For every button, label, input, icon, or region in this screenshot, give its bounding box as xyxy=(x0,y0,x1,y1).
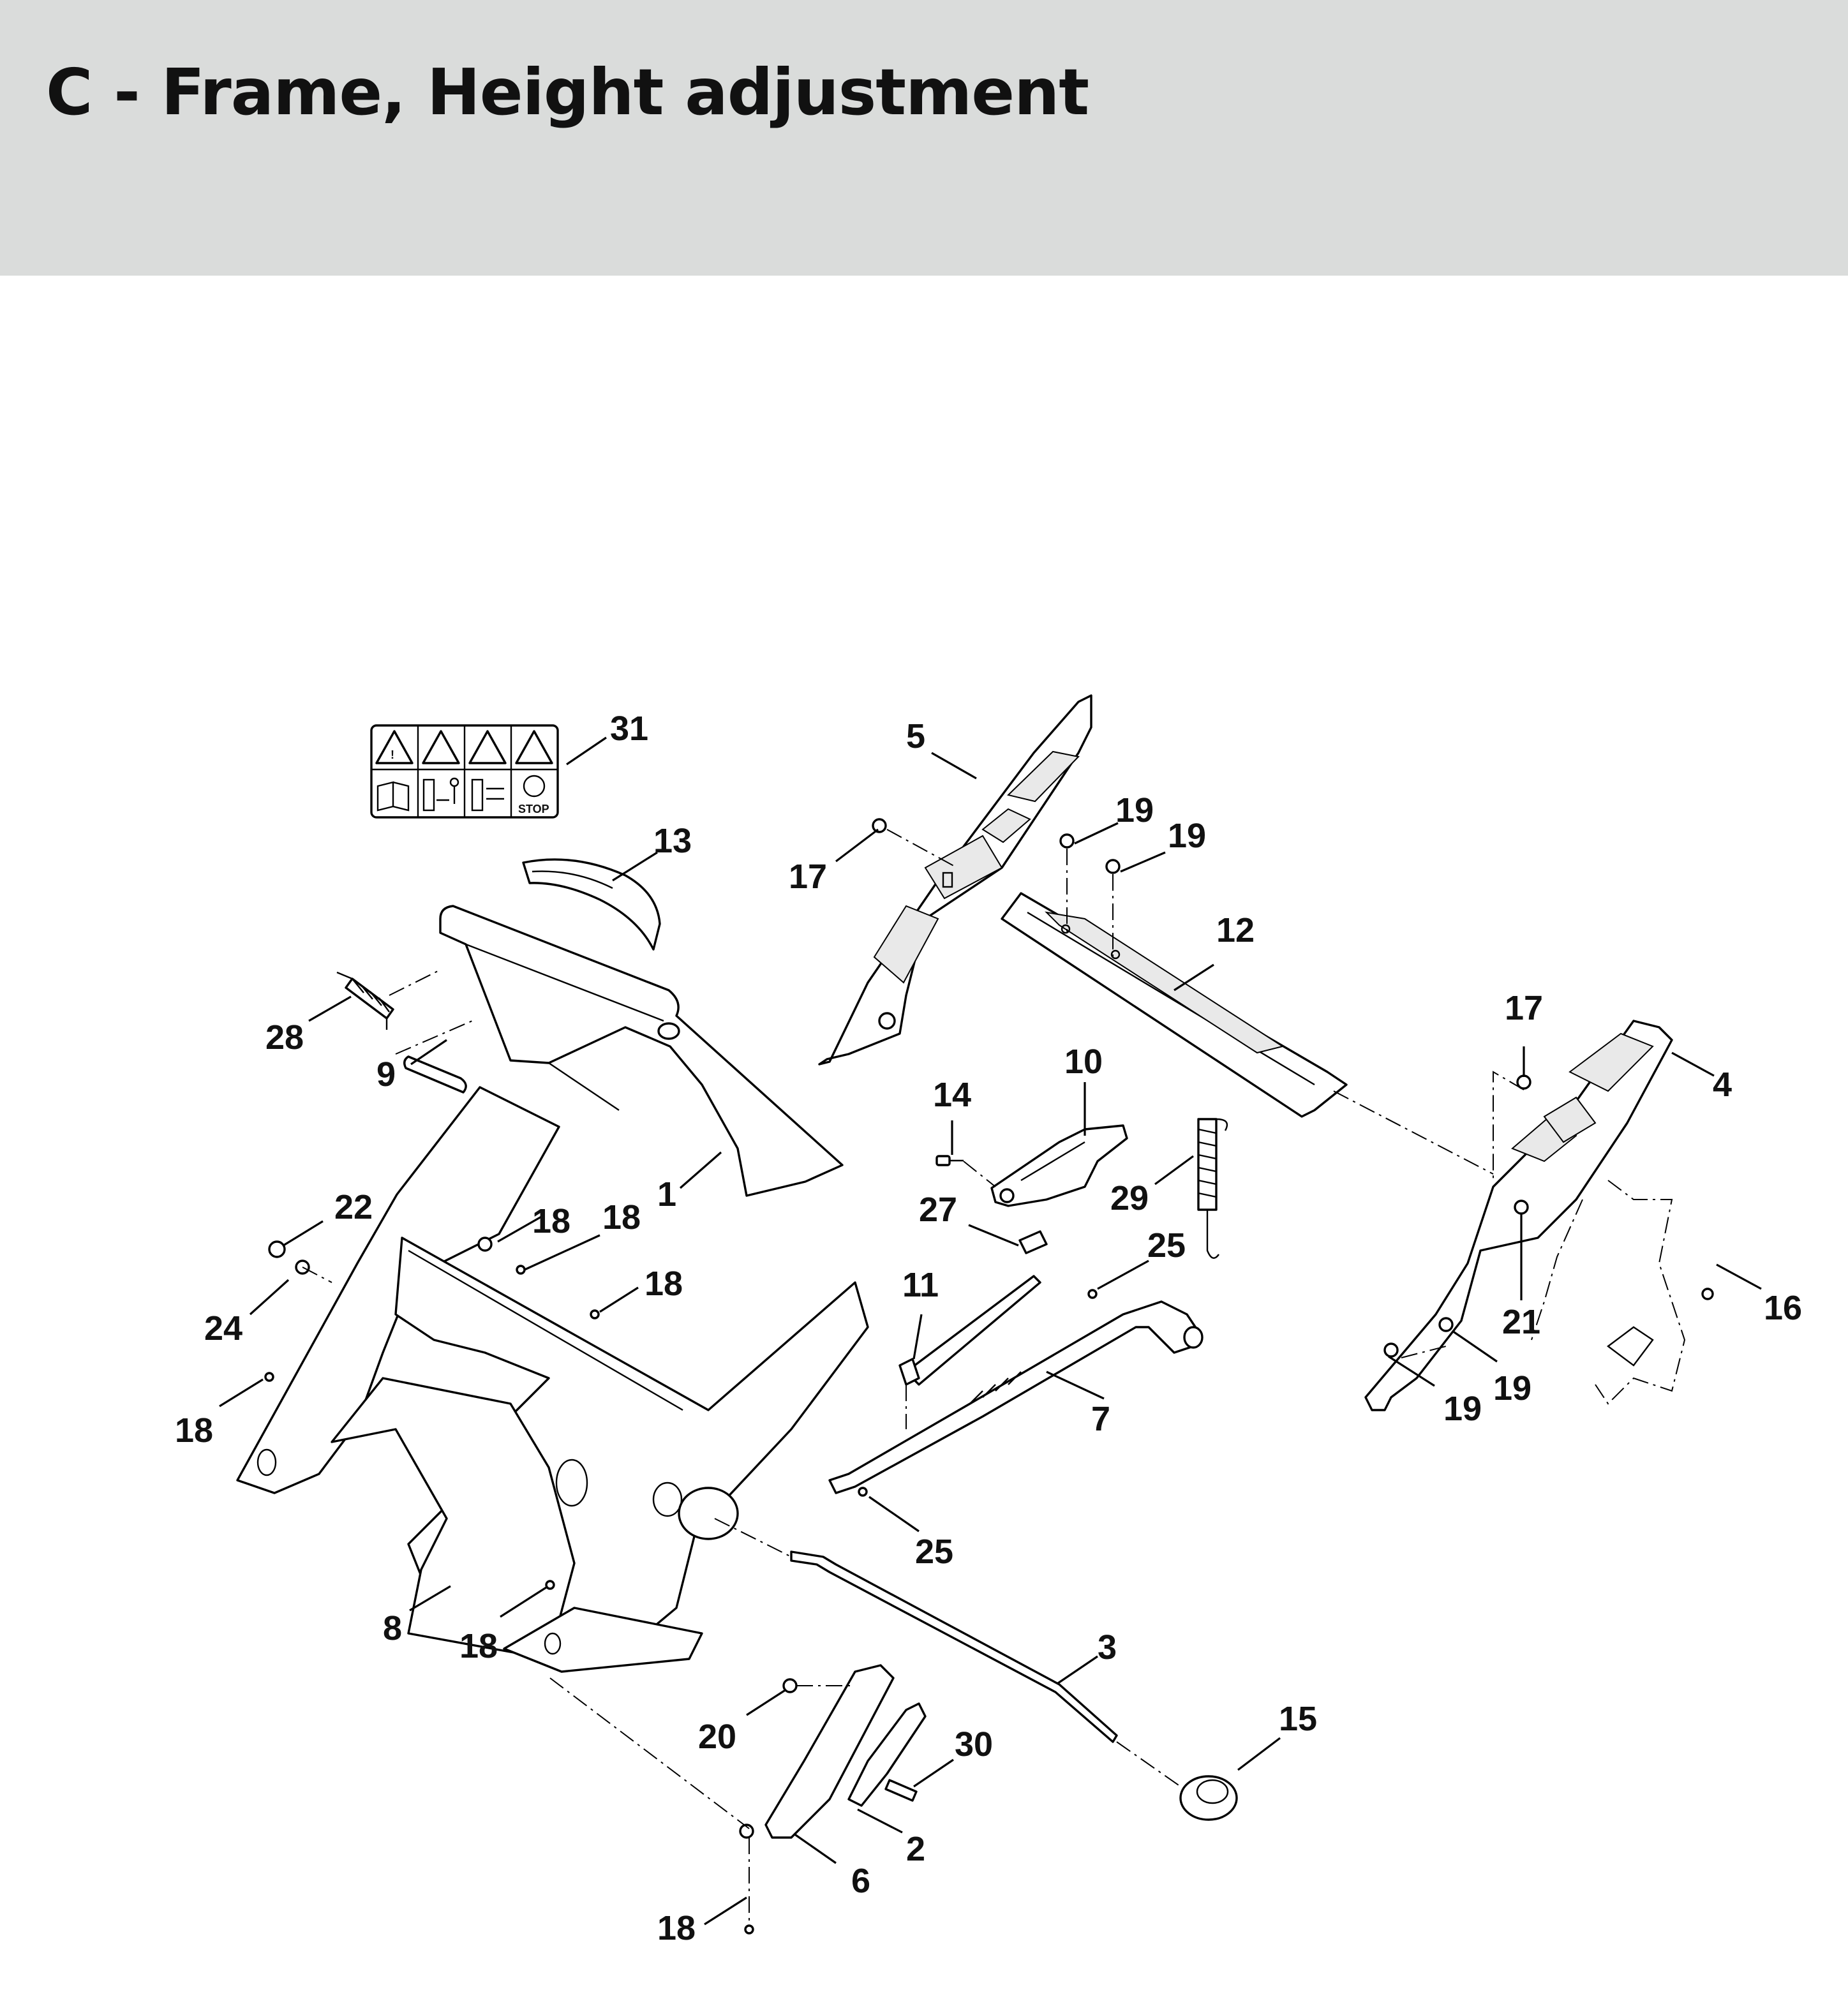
callout-5: 5 xyxy=(906,717,925,755)
part-30-pin xyxy=(884,1779,918,1802)
callout-21: 21 xyxy=(1502,1303,1540,1341)
part-5-left-rail xyxy=(818,694,1092,1066)
callout-18: 18 xyxy=(645,1265,683,1303)
callout-18: 18 xyxy=(532,1202,570,1240)
callout-17: 17 xyxy=(789,858,827,896)
callout-25: 25 xyxy=(915,1533,953,1571)
callout-9: 9 xyxy=(376,1055,396,1094)
part-12-cross-rail xyxy=(1001,892,1348,1118)
svg-text:!: ! xyxy=(391,748,394,761)
assembly-lines xyxy=(302,829,1524,1921)
callout-18: 18 xyxy=(459,1627,498,1665)
part-4-right-rail xyxy=(1364,1020,1673,1411)
part-27-spring xyxy=(1018,1230,1048,1254)
part-11-slider xyxy=(898,1275,1041,1386)
callout-16: 16 xyxy=(1764,1289,1802,1327)
callout-8: 8 xyxy=(383,1609,402,1647)
part-13-cover xyxy=(522,858,661,951)
callout-19: 19 xyxy=(1493,1369,1531,1408)
callout-25: 25 xyxy=(1147,1226,1186,1265)
callout-6: 6 xyxy=(851,1862,870,1900)
part-1-upper-bracket xyxy=(439,905,844,1197)
part-29-extension-spring xyxy=(1197,1118,1228,1259)
leader-lines xyxy=(219,736,1762,1926)
callout-7: 7 xyxy=(1091,1400,1110,1438)
callout-15: 15 xyxy=(1279,1700,1317,1738)
callout-22: 22 xyxy=(334,1188,373,1226)
phantom-housing xyxy=(1531,1180,1686,1405)
person-distance-icon xyxy=(422,777,459,812)
part-6-lower-bracket xyxy=(764,1664,895,1839)
part-15-wheel-cap xyxy=(1179,1775,1238,1821)
callout-17: 17 xyxy=(1505,989,1543,1027)
callout-29: 29 xyxy=(1110,1179,1149,1217)
callout-2: 2 xyxy=(906,1830,925,1868)
callout-18: 18 xyxy=(175,1411,213,1450)
callout-11: 11 xyxy=(902,1266,939,1304)
manual-book-icon xyxy=(376,781,410,812)
decal-stop-text: STOP xyxy=(518,803,549,815)
callout-10: 10 xyxy=(1064,1043,1103,1081)
part-3-axle-rod xyxy=(790,1550,1118,1743)
callout-19: 19 xyxy=(1443,1390,1482,1428)
callout-30: 30 xyxy=(955,1725,993,1764)
callout-27: 27 xyxy=(919,1191,957,1229)
callout-4: 4 xyxy=(1713,1066,1732,1104)
stop-blade-icon: STOP xyxy=(518,775,549,815)
callout-19: 19 xyxy=(1115,791,1154,829)
callout-31: 31 xyxy=(610,710,648,748)
part-31-warning-decal: ! STOP xyxy=(370,724,559,819)
callout-1: 1 xyxy=(657,1175,676,1214)
hand-guard-icon xyxy=(471,778,504,812)
part-10-lever-bracket xyxy=(990,1124,1128,1207)
callout-13: 13 xyxy=(653,822,692,860)
part-8-main-frame xyxy=(236,1086,869,1673)
callout-24: 24 xyxy=(204,1309,242,1348)
callout-28: 28 xyxy=(265,1018,304,1057)
callout-18: 18 xyxy=(657,1909,696,1947)
part-28-torsion-spring xyxy=(336,971,394,1030)
callout-12: 12 xyxy=(1216,911,1255,949)
callout-3: 3 xyxy=(1098,1628,1117,1667)
callout-20: 20 xyxy=(698,1718,736,1756)
part-14-screw xyxy=(935,1155,964,1166)
callout-labels: 31 5 13 19 19 17 12 28 9 17 4 10 14 1 29… xyxy=(175,710,1802,1947)
warning-triangle-icon: ! xyxy=(375,730,553,764)
part-9-pin xyxy=(403,1055,467,1094)
part-2-bracket xyxy=(847,1702,927,1807)
header-bar: C - Frame, Height adjustment xyxy=(0,0,1848,276)
callout-14: 14 xyxy=(933,1076,971,1114)
callout-18: 18 xyxy=(602,1198,641,1237)
callout-19: 19 xyxy=(1168,817,1206,855)
page-title: C - Frame, Height adjustment xyxy=(46,55,1089,130)
part-7-height-lever xyxy=(828,1300,1203,1494)
